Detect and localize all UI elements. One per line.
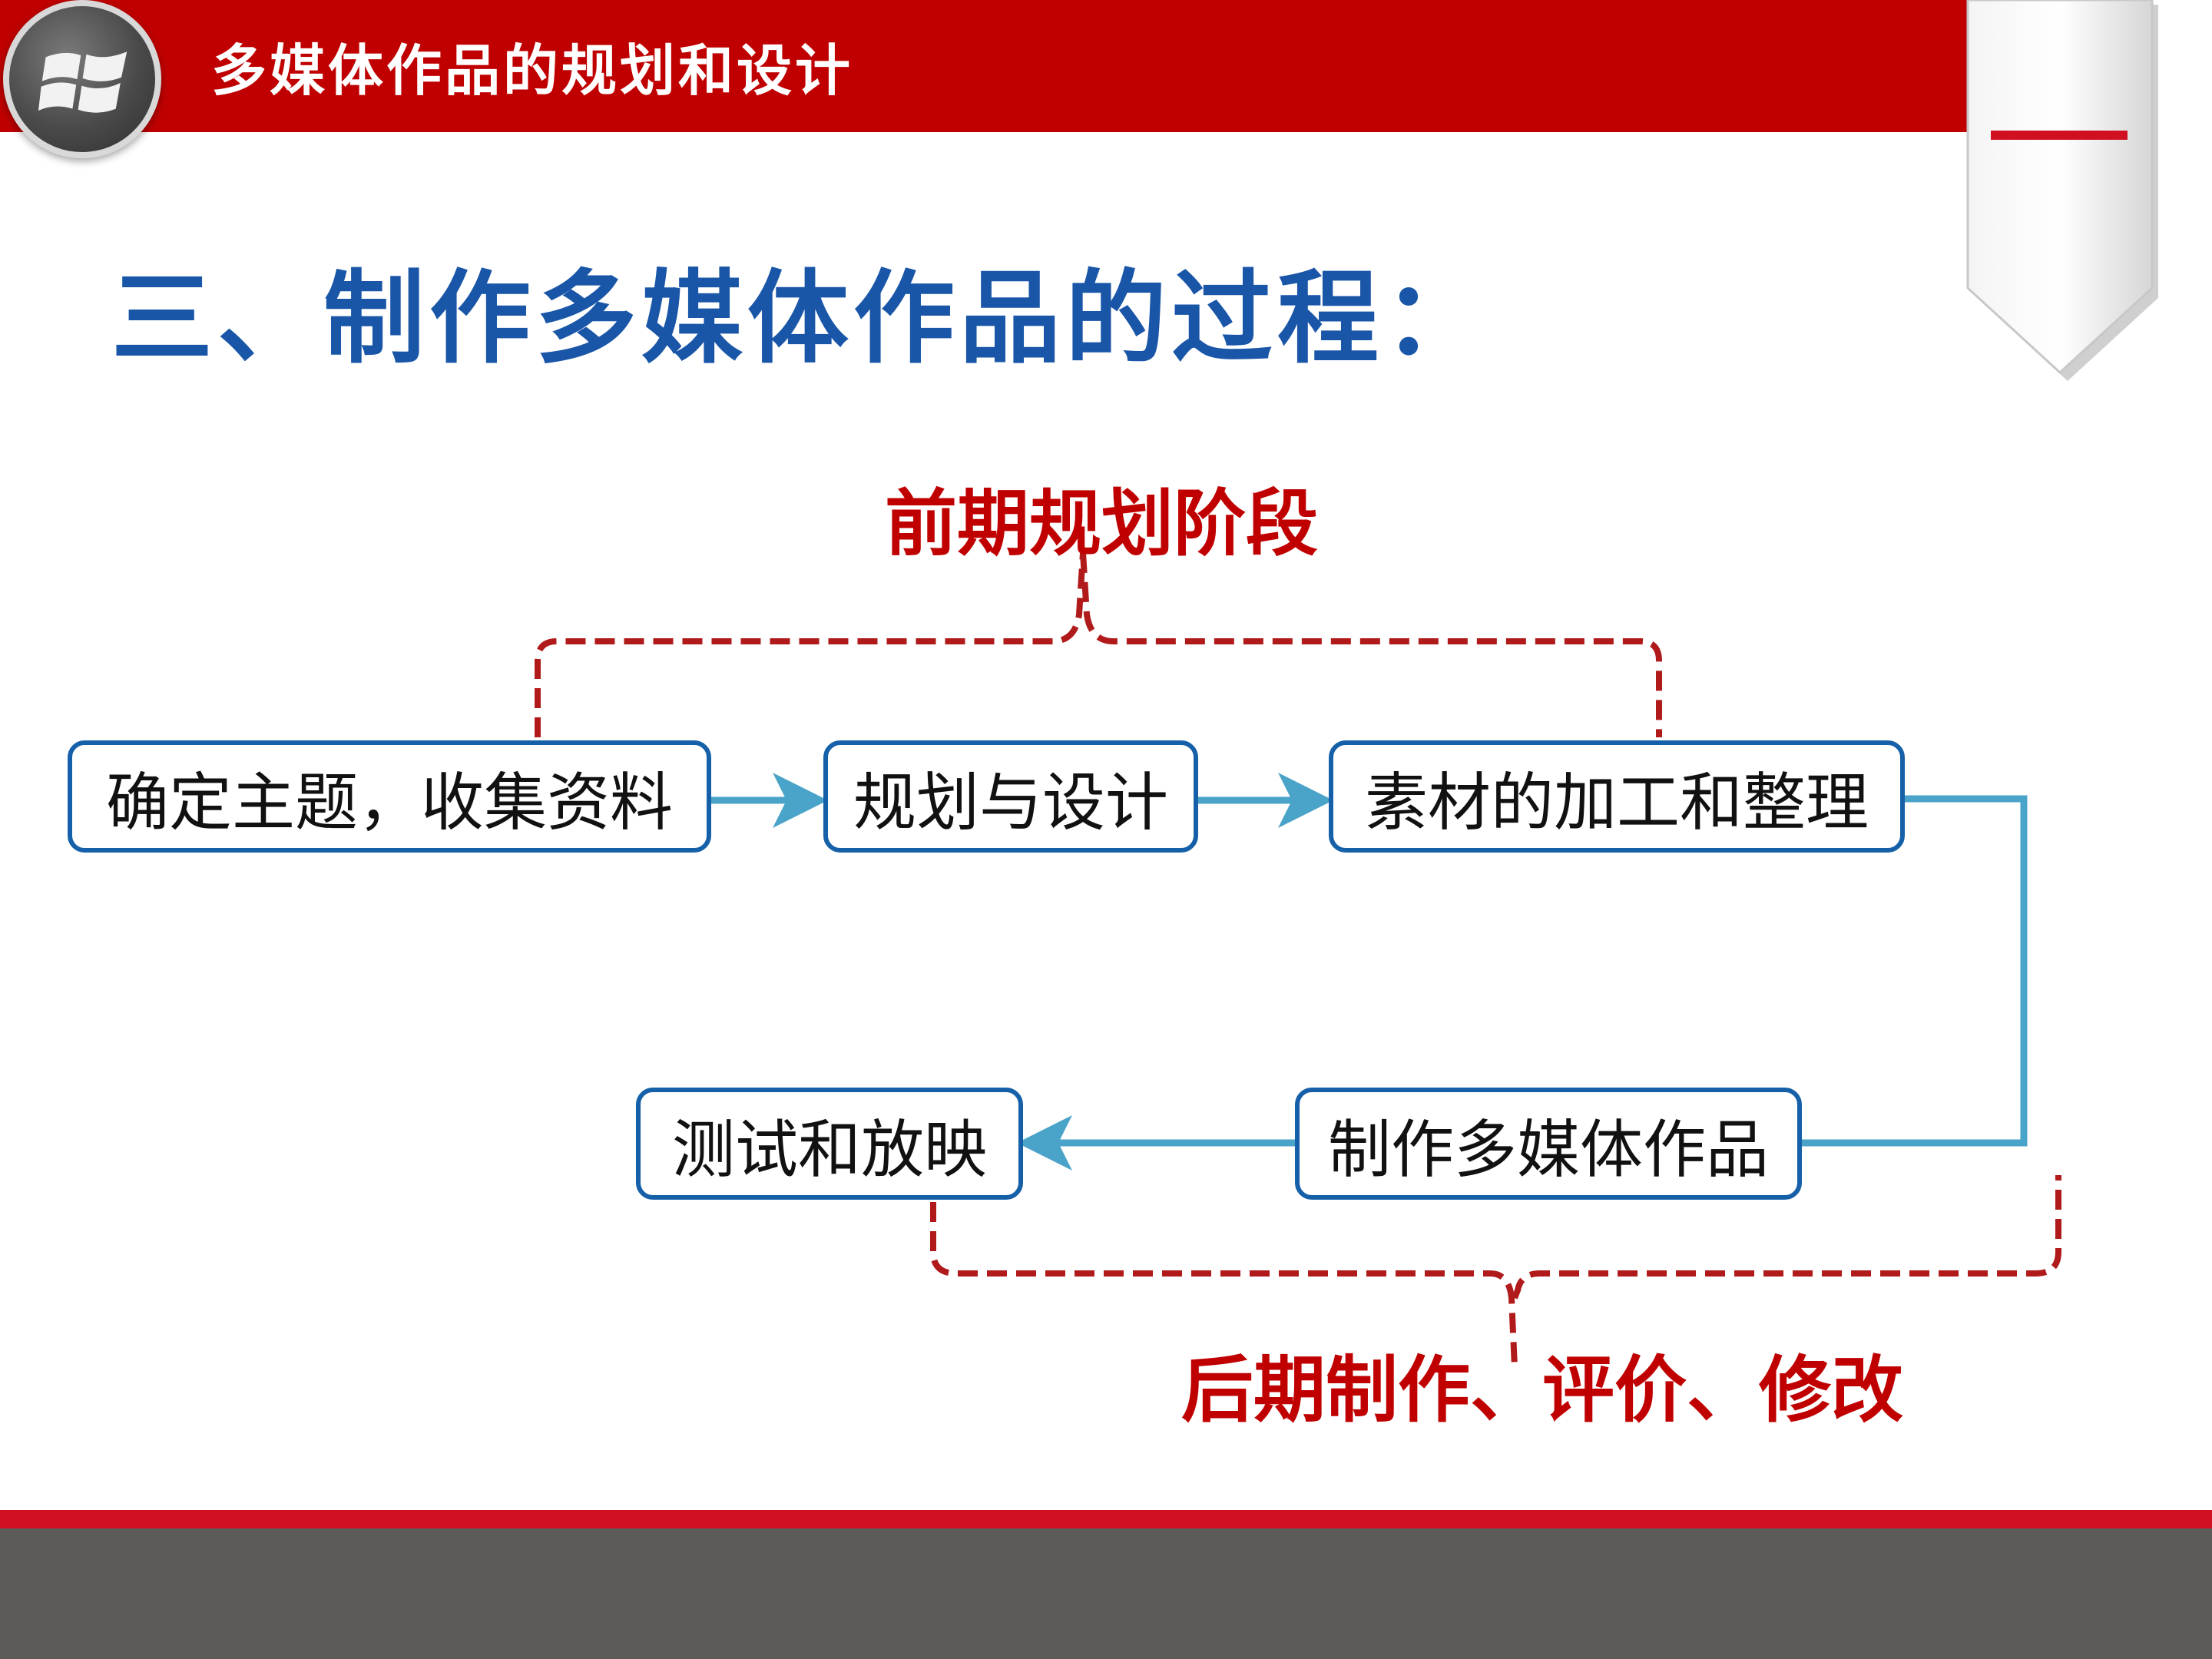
step-box-planning-design: 规划与设计	[823, 740, 1198, 853]
early-stage-label: 前期规划阶段	[885, 482, 1319, 566]
header-title: 多媒体作品的规划和设计	[211, 38, 854, 103]
footer-gray-bar	[0, 1528, 2212, 1659]
step-box-make-work: 制作多媒体作品	[1295, 1088, 1802, 1200]
late-stage-bracket	[930, 1175, 2061, 1368]
step-box-material-processing: 素材的加工和整理	[1329, 740, 1905, 853]
late-stage-label: 后期制作、评价、修改	[1181, 1349, 1904, 1432]
footer-red-stripe	[0, 1510, 2212, 1528]
connector-step3-step4	[1800, 795, 2028, 1147]
early-stage-bracket	[535, 552, 1662, 737]
step-label: 测试和放映	[671, 1113, 987, 1187]
step-box-define-topic: 确定主题，收集资料	[68, 740, 711, 853]
header-bar	[0, 0, 1968, 132]
bookmark-ribbon-icon	[1966, 0, 2158, 381]
windows-logo-icon	[3, 0, 161, 158]
step-label: 制作多媒体作品	[1327, 1113, 1769, 1187]
step-box-test-present: 测试和放映	[636, 1088, 1023, 1200]
step-label: 素材的加工和整理	[1364, 766, 1869, 839]
step-label: 确定主题，收集资料	[105, 766, 673, 839]
main-heading: 三、制作多媒体作品的过程：	[111, 260, 1489, 378]
step-label: 规划与设计	[853, 766, 1168, 839]
